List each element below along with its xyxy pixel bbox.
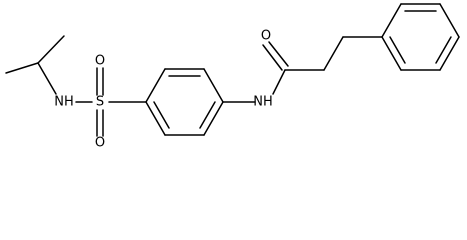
- atom-label-sulfonyl-o-bottom: O: [95, 136, 105, 151]
- bond-carbonyl-o-b: [268, 41, 289, 67]
- para-phenylene-ring: [145, 68, 224, 136]
- structure-canvas: NH S O O NH O: [5, 3, 460, 151]
- bond-amide-nh-to-carbonyl: [272, 69, 286, 95]
- bond-isopropyl-to-nh: [37, 62, 57, 95]
- phenyl-ring: [381, 3, 460, 71]
- molecule-drawing: NH S O O NH O: [5, 3, 460, 151]
- bond-isopropyl-methyl-top: [37, 35, 65, 64]
- bond-carbonyl-o-a: [262, 44, 283, 71]
- bond-isopropyl-methyl-left: [5, 62, 39, 74]
- atom-label-sulfonyl-s: S: [96, 95, 104, 110]
- atom-label-sulfonyl-o-top: O: [95, 54, 105, 69]
- atom-label-amide-nh: NH: [253, 95, 273, 110]
- atom-label-carbonyl-o: O: [261, 29, 271, 44]
- bond-ch2-to-ch2: [323, 36, 344, 71]
- atom-label-isopropyl-nh: NH: [54, 95, 74, 110]
